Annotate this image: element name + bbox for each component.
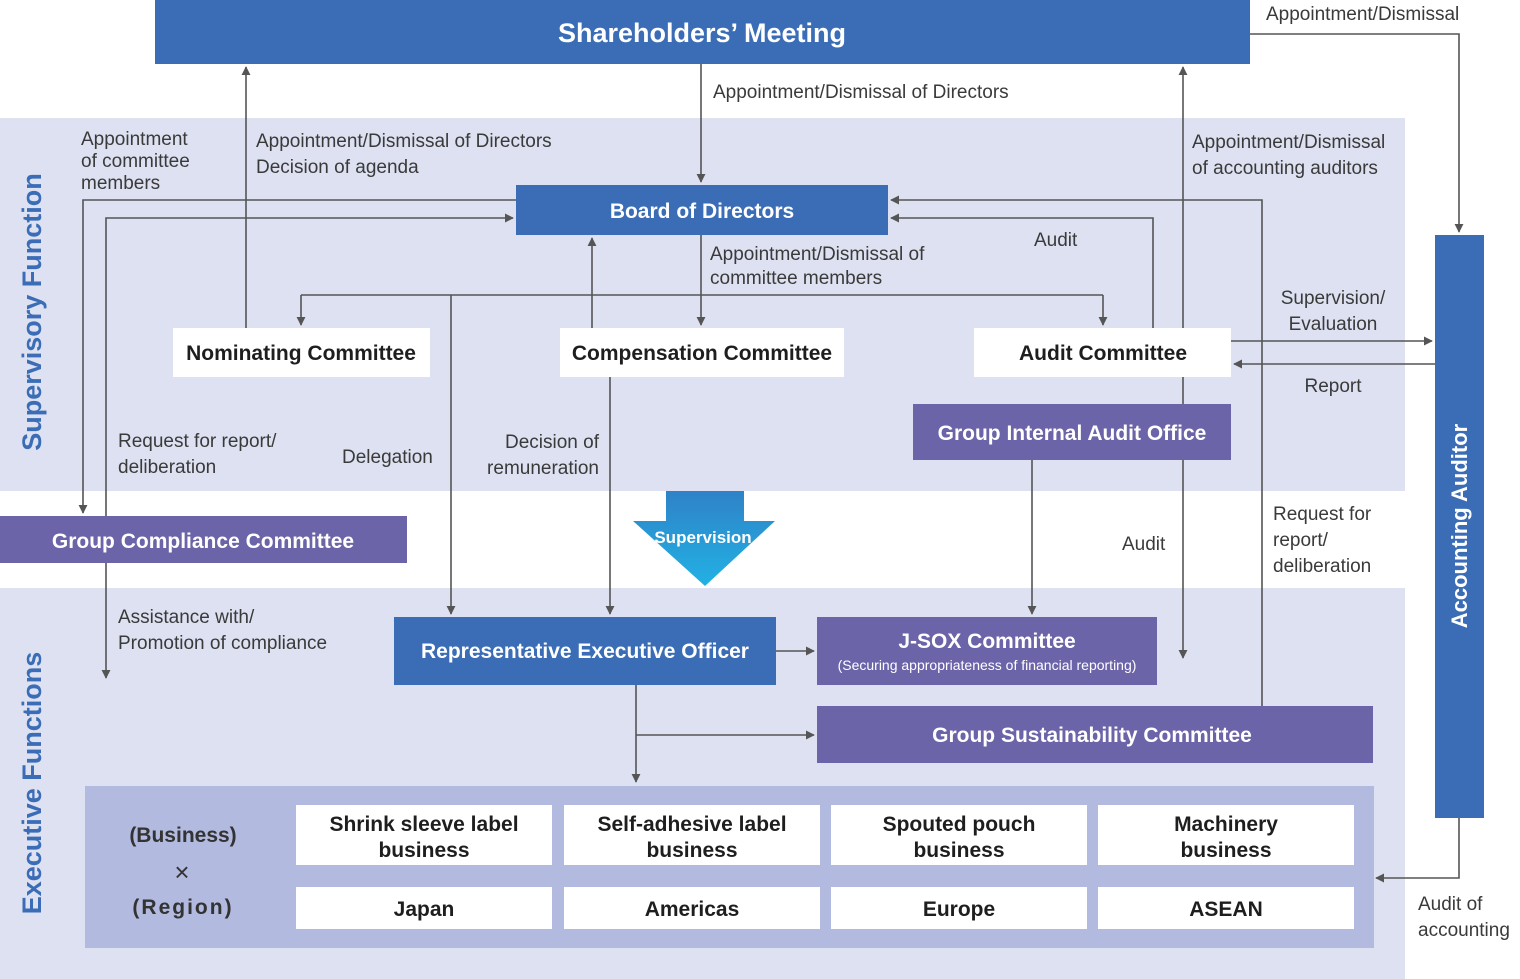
label-assistance-2: Promotion of compliance [118, 633, 327, 654]
label-audit-mid: Audit [1122, 534, 1166, 555]
label-request-report-right-2: report/ [1273, 530, 1329, 551]
label-delegation: Delegation [342, 447, 433, 468]
jsox-committee-box: J-SOX Committee (Securing appropriatenes… [817, 617, 1157, 685]
nominating-committee-box: Nominating Committee [173, 328, 430, 377]
business-cell-line2: business [913, 839, 1004, 862]
group-sustainability-committee-label: Group Sustainability Committee [932, 724, 1252, 747]
group-internal-audit-office-box: Group Internal Audit Office [913, 404, 1231, 460]
label-appointment-committee-2: of committee [81, 151, 190, 172]
label-audit-accounting-1: Audit of [1418, 894, 1483, 915]
connectors [78, 33, 1464, 883]
region-cell-label: ASEAN [1189, 898, 1263, 921]
business-cell-line1: Shrink sleeve label [329, 813, 518, 836]
label-assistance-1: Assistance with/ [118, 607, 255, 628]
times-symbol: × [174, 857, 189, 887]
jsox-committee-sublabel: (Securing appropriateness of financial r… [838, 657, 1137, 673]
accounting-auditor-box: Accounting Auditor [1435, 235, 1484, 818]
label-decision-remuneration-2: remuneration [487, 458, 599, 479]
region-cell-label: Americas [645, 898, 740, 921]
label-appointment-dismissal-top: Appointment/Dismissal [1266, 4, 1459, 25]
label-supervision-evaluation-2: Evaluation [1289, 314, 1378, 335]
representative-executive-officer-label: Representative Executive Officer [421, 640, 749, 663]
business-row: Shrink sleeve label business Self-adhesi… [296, 805, 1354, 865]
region-cell [296, 887, 552, 929]
label-appointment-dismissal-directors: Appointment/Dismissal of Directors [713, 82, 1009, 103]
relationship-labels: Appointment/Dismissal Appointment/Dismis… [81, 4, 1510, 941]
label-committee-members-2: committee members [710, 268, 882, 289]
business-cell-line1: Spouted pouch [883, 813, 1036, 836]
group-compliance-committee-box: Group Compliance Committee [0, 516, 407, 563]
business-cell-line2: business [646, 839, 737, 862]
business-cell [1098, 805, 1354, 865]
label-appointment-committee-1: Appointment [81, 129, 188, 150]
label-request-report-right-1: Request for [1273, 504, 1372, 525]
label-request-report-left-1: Request for report/ [118, 431, 277, 452]
region-cell [831, 887, 1087, 929]
shareholders-meeting-box: Shareholders’ Meeting [155, 0, 1250, 64]
region-cell-label: Japan [394, 898, 455, 921]
board-of-directors-box: Board of Directors [516, 185, 888, 235]
business-cell-line2: business [378, 839, 469, 862]
audit-committee-label: Audit Committee [1019, 342, 1187, 365]
label-appointment-committee-3: members [81, 173, 160, 194]
executive-functions-title: Executive Functions [17, 652, 47, 915]
label-request-report-right-3: deliberation [1273, 556, 1371, 577]
label-committee-members-1: Appointment/Dismissal of [710, 244, 925, 265]
label-audit-board: Audit [1034, 230, 1078, 251]
label-accounting-auditors-2: of accounting auditors [1192, 158, 1378, 179]
business-cell [831, 805, 1087, 865]
jsox-committee-label: J-SOX Committee [898, 630, 1075, 653]
label-report: Report [1304, 376, 1362, 397]
label-request-report-left-2: deliberation [118, 457, 216, 478]
compensation-committee-box: Compensation Committee [560, 328, 844, 377]
board-of-directors-label: Board of Directors [610, 200, 794, 223]
representative-executive-officer-box: Representative Executive Officer [394, 617, 776, 685]
compensation-committee-label: Compensation Committee [572, 342, 832, 365]
region-cell-label: Europe [923, 898, 995, 921]
business-cell-line1: Self-adhesive label [597, 813, 786, 836]
supervision-arrow: Supervision [633, 491, 775, 586]
region-cell [1098, 887, 1354, 929]
label-decision-remuneration-1: Decision of [505, 432, 600, 453]
label-directors-agenda-2: Decision of agenda [256, 157, 419, 178]
label-directors-agenda-1: Appointment/Dismissal of Directors [256, 131, 552, 152]
business-cell-line2: business [1180, 839, 1271, 862]
region-cell [564, 887, 820, 929]
group-internal-audit-office-label: Group Internal Audit Office [938, 422, 1207, 445]
supervisory-function-title: Supervisory Function [17, 173, 47, 451]
business-cell-line1: Machinery [1174, 813, 1278, 836]
business-cell [296, 805, 552, 865]
accounting-auditor-label: Accounting Auditor [1447, 423, 1472, 628]
nominating-committee-label: Nominating Committee [186, 342, 416, 365]
group-sustainability-committee-box: Group Sustainability Committee [817, 706, 1373, 763]
business-region-matrix: (Business) × (Region) Shrink sleeve labe… [85, 786, 1374, 948]
group-compliance-committee-label: Group Compliance Committee [52, 530, 354, 553]
business-axis-label: (Business) [129, 824, 236, 847]
region-row: Japan Americas Europe ASEAN [296, 887, 1354, 929]
label-accounting-auditors-1: Appointment/Dismissal [1192, 132, 1385, 153]
label-audit-accounting-2: accounting [1418, 920, 1510, 941]
audit-committee-box: Audit Committee [974, 328, 1231, 377]
business-cell [564, 805, 820, 865]
region-axis-label: (Region) [132, 896, 233, 919]
shareholders-meeting-label: Shareholders’ Meeting [558, 18, 846, 48]
label-supervision-evaluation-1: Supervision/ [1281, 288, 1386, 309]
supervision-label: Supervision [654, 528, 751, 547]
